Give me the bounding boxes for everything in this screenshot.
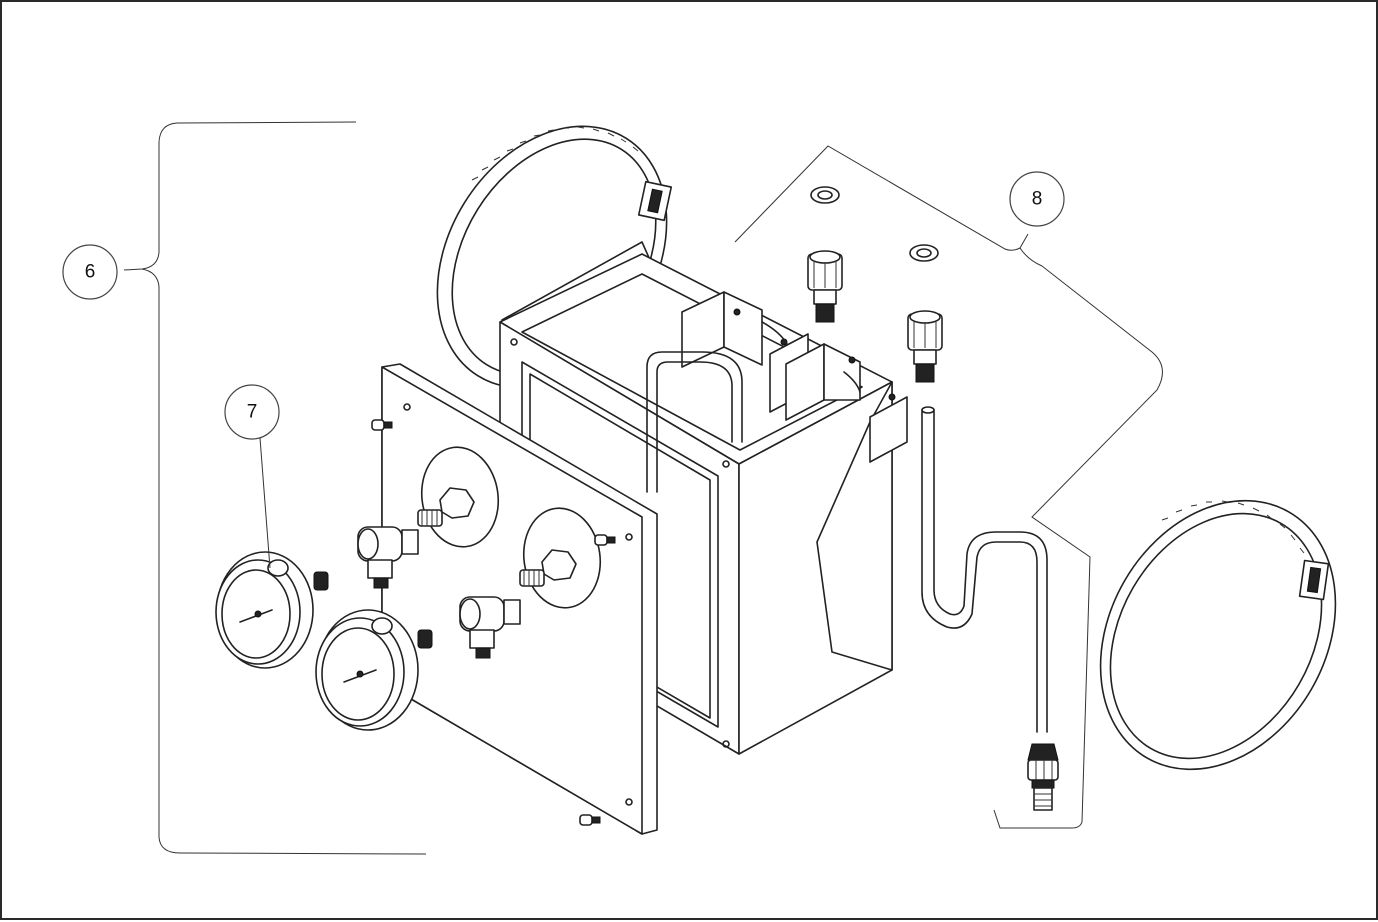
mounting-brackets (681, 291, 908, 463)
callout-8-label: 8 (1032, 189, 1043, 210)
callout-6: 6 (62, 244, 118, 300)
pressure-gauges (215, 551, 433, 731)
callout-8: 8 (1009, 171, 1065, 227)
hose-clamp-left (436, 125, 673, 389)
washers (810, 186, 939, 262)
u-tube (646, 351, 743, 493)
outline-item-8 (734, 145, 1163, 829)
bracket-item-6 (123, 121, 427, 855)
screws (371, 419, 616, 826)
hose-clamp-right (1099, 499, 1337, 771)
callout-7-label: 7 (247, 402, 258, 423)
panel-knobs (417, 487, 577, 587)
callout-7: 7 (224, 384, 280, 569)
tube-fitting (1027, 743, 1059, 811)
elbow-fittings (357, 526, 521, 659)
bent-tube (921, 406, 1048, 733)
callout-6-label: 6 (85, 262, 96, 283)
straight-fittings (807, 250, 943, 383)
